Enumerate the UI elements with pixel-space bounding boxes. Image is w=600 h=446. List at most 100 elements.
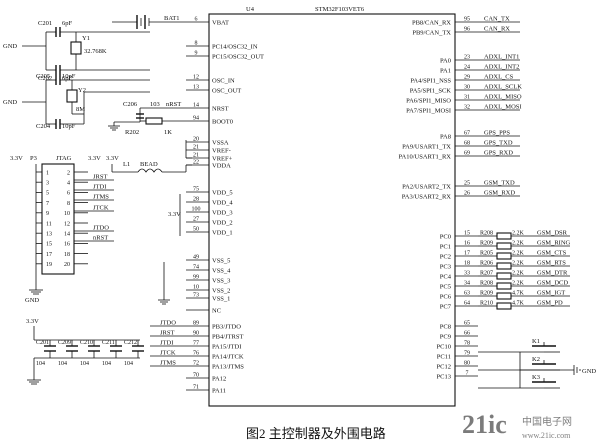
c206-val: 103 — [150, 101, 160, 108]
r202-val: 1K — [164, 129, 172, 136]
mcu-right-pin-num: 34 — [464, 281, 470, 287]
gsm-net-label: GSM_RING — [537, 240, 571, 247]
mcu-left-pin-name: PA14/JTCK — [212, 353, 244, 360]
mcu-left-pin-name: VDD_4 — [212, 199, 233, 206]
c202-ref: C202 — [38, 75, 52, 82]
net-label: ADXL_MISO — [484, 94, 522, 101]
mcu-right-pin-name: PC5 — [440, 283, 451, 290]
gsm-net-label: GSM_RTS — [537, 260, 566, 267]
mcu-left-pin-num: 27 — [193, 217, 199, 223]
mcu-left-pin-name: PB3/JTDO — [212, 323, 241, 330]
key-ref: K3 — [532, 374, 540, 381]
jtag-pin-num-right: 12 — [64, 221, 70, 227]
jtag-pin-num-left: 1 — [46, 170, 49, 176]
c205-ref: C205 — [36, 73, 50, 80]
mcu-left-pin-name: OSC_OUT — [212, 87, 241, 94]
mcu-left-pin-name: PA15/JTDI — [212, 343, 241, 350]
jtag-pin-num-right: 2 — [67, 170, 70, 176]
gsm-resistor-ref: R209 — [480, 291, 493, 297]
battery: BAT1 — [112, 15, 186, 29]
mcu-left-pin-name: OSC_IN — [212, 77, 235, 84]
gsm-resistor-val: 4.7K — [512, 301, 525, 307]
gsm-resistor-val: 2.2K — [512, 271, 525, 277]
mcu-left-pin-num: 50 — [193, 227, 199, 233]
mcu-left-pin-name: NRST — [212, 105, 229, 112]
mcu-right-pin-num: 24 — [464, 65, 470, 71]
jtag-pin-num-left: 5 — [46, 191, 49, 197]
mcu-left-pin-name: PA12 — [212, 375, 226, 382]
bypass-cap-ref: C209 — [58, 340, 71, 346]
mcu-left-pin-name: VSS_3 — [212, 277, 230, 284]
mcu-left-pin-num: 90 — [193, 331, 199, 337]
jtag-pin-num-right: 16 — [64, 242, 70, 248]
r202-ref: R202 — [125, 129, 139, 136]
gsm-resistor-val: 2.2K — [512, 231, 525, 237]
mcu-right-pin-name: PC1 — [440, 243, 451, 250]
mcu-right-pin-num: 17 — [464, 251, 470, 257]
mcu-right-pin-name: PB9/CAN_TX — [412, 29, 451, 36]
gsm-resistor — [496, 252, 512, 260]
mcu-right-pin-name: PC0 — [440, 233, 451, 240]
jtag-vcc-label-2: 3.3V — [88, 155, 101, 162]
gsm-resistor-val: 4.7K — [512, 291, 525, 297]
gsm-resistor — [496, 262, 512, 270]
mcu-left-pin-num: 6 — [195, 17, 198, 23]
mcu-right-pin-num: 33 — [464, 271, 470, 277]
mcu-left-pin-num: 70 — [193, 373, 199, 379]
net-label: GSM_RXD — [484, 190, 515, 197]
jtag-signal-label: JTDI — [93, 184, 106, 191]
watermark: 21ic 中国电子网 www.21ic.com — [462, 410, 572, 440]
jtag-vcc-label-3: 3.3V — [106, 155, 119, 162]
mcu-right-pin-name: PC4 — [440, 273, 452, 280]
mcu-right-pin-name: PA7/SPI1_MOSI — [406, 107, 451, 114]
y1-ref: Y1 — [82, 35, 90, 42]
jtag-pin-num-left: 15 — [46, 242, 52, 248]
net-label: GPS_TXD — [484, 140, 513, 147]
mcu-left-pin-num: 10 — [193, 285, 199, 291]
mcu-left-pin-name: VSS_1 — [212, 295, 230, 302]
mcu-left-pin-num: 49 — [193, 255, 199, 261]
mcu-right-pin-name: PC7 — [440, 303, 452, 310]
mcu-left-pin-num: 14 — [193, 103, 199, 109]
mcu-left-pin-num: 89 — [193, 321, 199, 327]
c201-val: 6pF — [62, 20, 73, 27]
mcu-right-pin-name: PA9/USART1_TX — [402, 143, 451, 150]
net-label: ADXL_INT1 — [484, 54, 519, 61]
mcu-right-pin-name: PA3/USART2_RX — [402, 193, 452, 200]
gsm-resistor — [496, 272, 512, 280]
c206-ref: C206 — [123, 101, 138, 108]
mcu-left-pin-num: 75 — [193, 187, 199, 193]
gsm-net-label: GSM_IGT — [537, 290, 565, 297]
mcu-left-pin-name: PA13/JTMS — [212, 363, 244, 370]
mcu-right-pin-num: 79 — [464, 351, 470, 357]
mcu-right-pin-num: 78 — [464, 341, 470, 347]
mcu-left-pin-name: VSS_5 — [212, 257, 230, 264]
keys-gnd-label: GND — [582, 368, 596, 375]
mcu-right-pin-num: 96 — [464, 27, 470, 33]
bypass-cap-ref: C212 — [124, 340, 137, 346]
gsm-resistor-val: 2.2K — [512, 251, 525, 257]
mcu-right-pin-name: PB8/CAN_RX — [412, 19, 451, 26]
bypass-cap-val: 104 — [80, 361, 89, 367]
mcu-right-pin-name: PA1 — [440, 67, 451, 74]
net-label: CAN_TX — [484, 16, 510, 23]
mcu-left-pin-num: 94 — [193, 116, 199, 122]
mcu-left-pin-num: 28 — [193, 197, 199, 203]
gsm-net-label: GSM_DTR — [537, 270, 568, 277]
mcu-left-pin-num: 77 — [193, 341, 199, 347]
jtag-pin-num-right: 20 — [64, 262, 70, 268]
bypass-cap-val: 104 — [124, 361, 133, 367]
mcu-left-pin-num: 76 — [193, 351, 199, 357]
mcu-left-pin-num: 100 — [192, 207, 201, 213]
mcu-left-pin-name: VDD_5 — [212, 189, 233, 196]
figure-caption: 图2 主控制器及外围电路 — [246, 426, 386, 441]
mcu-right-pin-num: 80 — [464, 361, 470, 367]
mcu-right-pin-name: PC6 — [440, 293, 452, 300]
watermark-cn: 中国电子网 — [522, 415, 572, 428]
